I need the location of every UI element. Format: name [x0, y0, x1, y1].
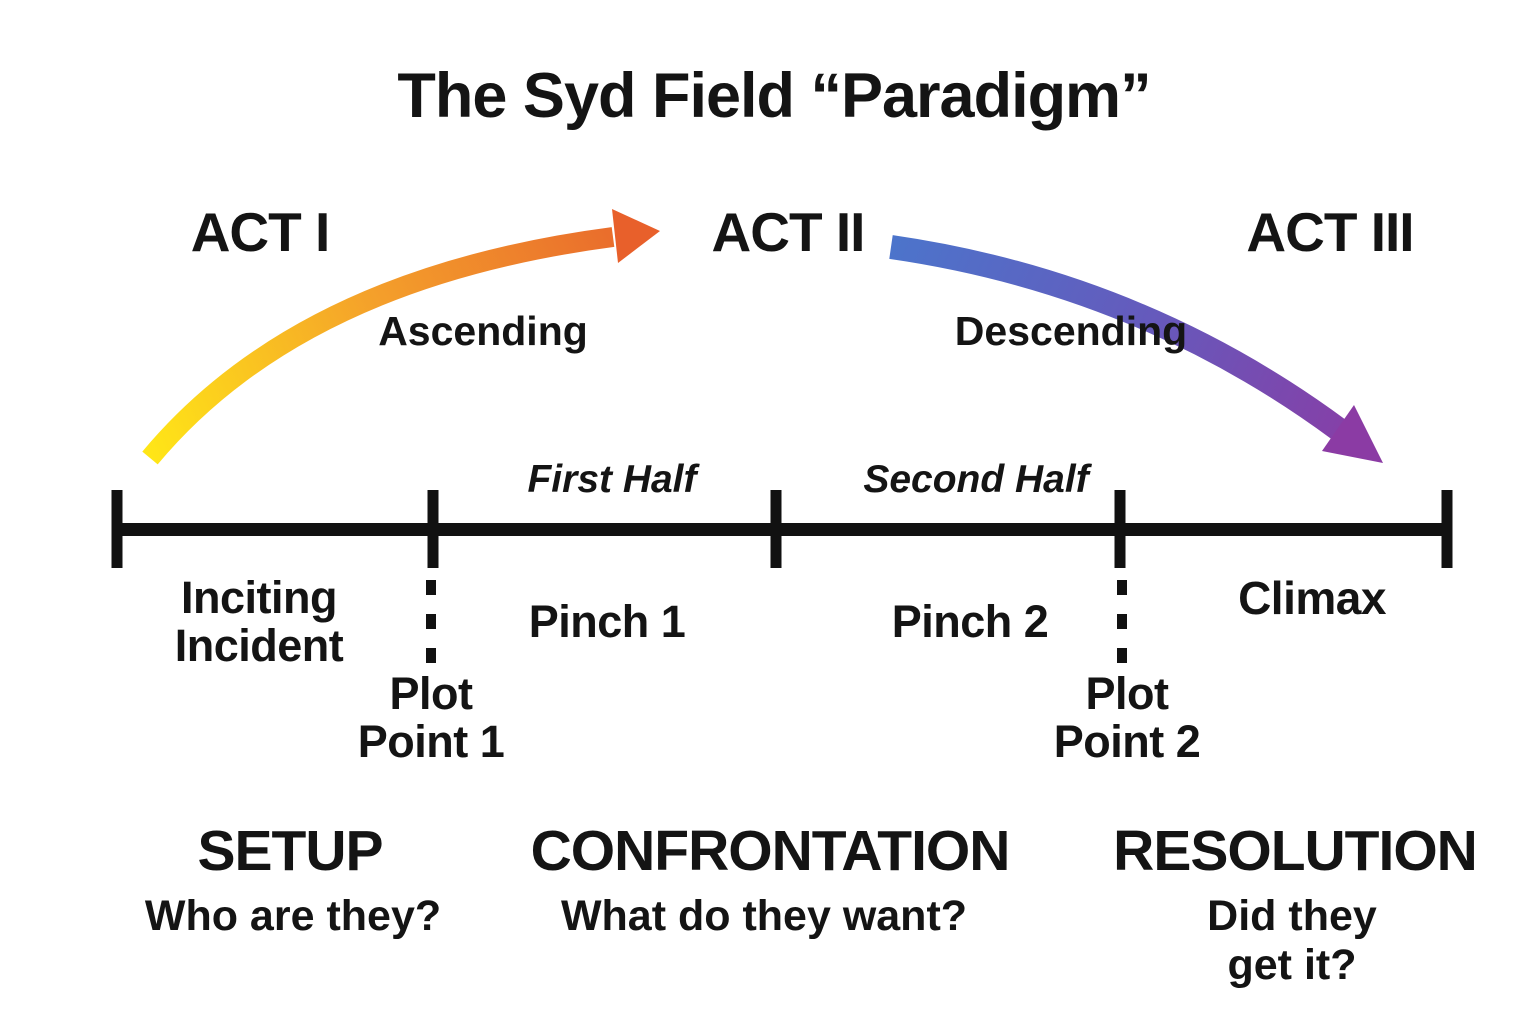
descending-label: Descending — [954, 308, 1188, 354]
ascending-arrow — [142, 209, 660, 465]
setup-section-title: SETUP — [197, 819, 383, 883]
inciting-incident-label: Inciting Incident — [174, 572, 344, 671]
act-2-label: ACT II — [711, 201, 866, 263]
resolution-section-title: RESOLUTION — [1113, 819, 1478, 883]
confrontation-section-title: CONFRONTATION — [530, 819, 1011, 883]
act-3-label: ACT III — [1246, 201, 1414, 263]
confrontation-section-question: What do they want? — [560, 892, 968, 940]
pinch-1-label: Pinch 1 — [528, 596, 686, 647]
diagram-title: The Syd Field “Paradigm” — [397, 61, 1151, 131]
plot-point-1-label: Plot Point 1 — [357, 668, 505, 767]
ascending-arrow-shaft — [142, 227, 615, 465]
timeline-tick-plot-point-1 — [427, 490, 439, 568]
timeline-tick-midpoint — [770, 490, 782, 568]
plot-point-2-label: Plot Point 2 — [1053, 668, 1201, 767]
setup-section-question: Who are they? — [144, 892, 442, 940]
pinch-2-label: Pinch 2 — [891, 596, 1049, 647]
timeline-tick-plot-point-2 — [1114, 490, 1126, 568]
act-1-label: ACT I — [190, 201, 331, 263]
second-half-label: Second Half — [863, 458, 1089, 501]
timeline-tick-end — [1441, 490, 1453, 568]
first-half-label: First Half — [527, 458, 697, 501]
ascending-label: Ascending — [378, 308, 588, 354]
ascending-arrow-head-icon — [612, 209, 660, 263]
descending-arrow-shaft — [889, 235, 1346, 439]
climax-label: Climax — [1238, 572, 1386, 624]
timeline-main-line — [117, 523, 1447, 536]
descending-arrow-head-icon — [1322, 405, 1383, 463]
timeline-axis — [111, 490, 1453, 665]
resolution-section-question: Did they get it? — [1207, 892, 1377, 989]
timeline-tick-start — [111, 490, 123, 568]
descending-arrow — [889, 235, 1383, 463]
